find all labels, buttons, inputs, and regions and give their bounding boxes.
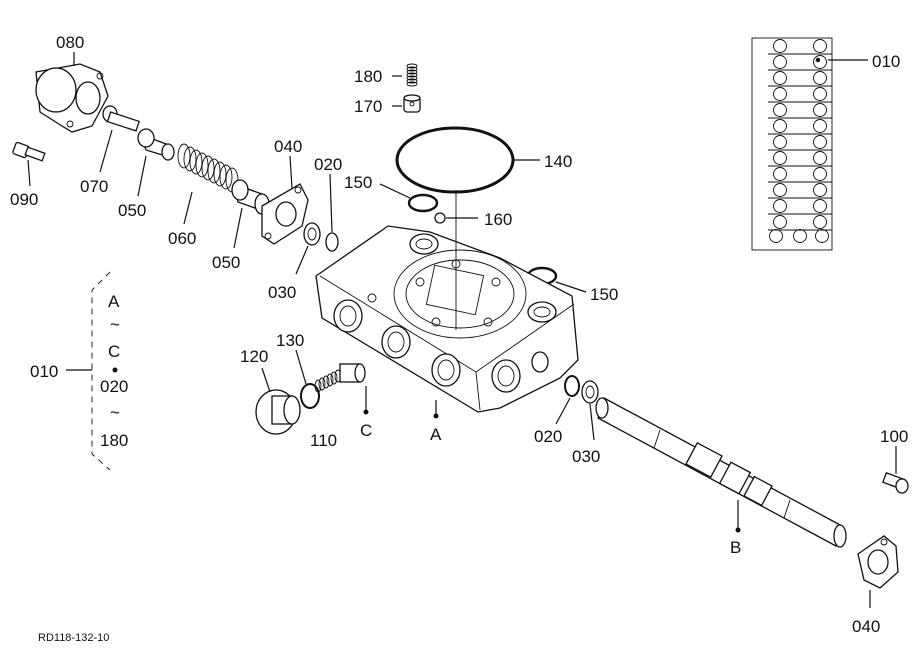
part-180-spring bbox=[406, 63, 418, 87]
label-120: 120 bbox=[240, 347, 268, 366]
label-040-bottom: 040 bbox=[852, 617, 880, 636]
part-020-oring-right bbox=[564, 375, 580, 397]
bracket-line-1: A bbox=[108, 292, 120, 311]
bracket-line-4: 180 bbox=[100, 431, 128, 450]
part-030-washer-right bbox=[581, 380, 599, 404]
part-040-flange-top bbox=[261, 183, 309, 245]
ref-C: C bbox=[360, 421, 372, 440]
label-020-right: 020 bbox=[534, 427, 562, 446]
assembly-bracket: 010 A ~ C 020 ~ 180 bbox=[30, 271, 128, 471]
bracket-line-3: 020 bbox=[100, 377, 128, 396]
bracket-tilde-1: ~ bbox=[110, 315, 120, 334]
part-160-ball bbox=[434, 212, 446, 224]
bracket-tilde-2: ~ bbox=[110, 403, 120, 422]
label-140: 140 bbox=[544, 152, 572, 171]
label-030-right: 030 bbox=[572, 447, 600, 466]
label-130: 130 bbox=[276, 331, 304, 350]
part-110-spring bbox=[314, 369, 342, 393]
part-020-oring-top bbox=[325, 232, 339, 252]
label-050-a: 050 bbox=[118, 201, 146, 220]
part-050-sleeve-a bbox=[137, 128, 175, 161]
label-100: 100 bbox=[880, 427, 908, 446]
part-050-sleeve-b bbox=[231, 179, 270, 215]
label-040-top: 040 bbox=[274, 137, 302, 156]
label-150-left: 150 bbox=[344, 173, 372, 192]
drawing-code: RD118-132-10 bbox=[38, 632, 109, 644]
ref-B: B bbox=[730, 538, 741, 557]
label-180: 180 bbox=[354, 67, 382, 86]
valve-stack-thumbnail: 010 bbox=[751, 37, 900, 251]
label-160: 160 bbox=[484, 210, 512, 229]
part-030-washer-left bbox=[303, 222, 321, 246]
label-170: 170 bbox=[354, 97, 382, 116]
label-030-left: 030 bbox=[268, 283, 296, 302]
part-040-flange-bottom bbox=[857, 535, 899, 589]
part-080-cover bbox=[35, 63, 109, 133]
part-100-screw bbox=[882, 472, 909, 494]
label-050-b: 050 bbox=[212, 253, 240, 272]
part-090-screw bbox=[12, 141, 46, 162]
part-B-spool bbox=[595, 397, 847, 548]
label-020-top: 020 bbox=[314, 155, 342, 174]
ref-A: A bbox=[430, 425, 442, 444]
part-070-plug bbox=[102, 105, 140, 132]
label-070: 070 bbox=[80, 177, 108, 196]
bracket-set-label: 010 bbox=[30, 362, 58, 381]
label-090: 090 bbox=[10, 190, 38, 209]
label-080: 080 bbox=[56, 33, 84, 52]
label-110: 110 bbox=[310, 431, 337, 450]
label-010-top: 010 bbox=[872, 52, 900, 71]
part-130-oring bbox=[300, 383, 320, 409]
part-150-oring-left bbox=[407, 193, 439, 213]
part-C-poppet bbox=[339, 363, 366, 383]
label-060: 060 bbox=[168, 229, 196, 248]
part-140-oring-large bbox=[395, 126, 515, 194]
part-060-spring bbox=[177, 143, 239, 193]
part-170-pin bbox=[403, 94, 421, 113]
part-120-plug bbox=[255, 389, 301, 435]
valve-body bbox=[315, 190, 579, 413]
bracket-line-2: C bbox=[108, 342, 120, 361]
label-150-right: 150 bbox=[590, 285, 618, 304]
